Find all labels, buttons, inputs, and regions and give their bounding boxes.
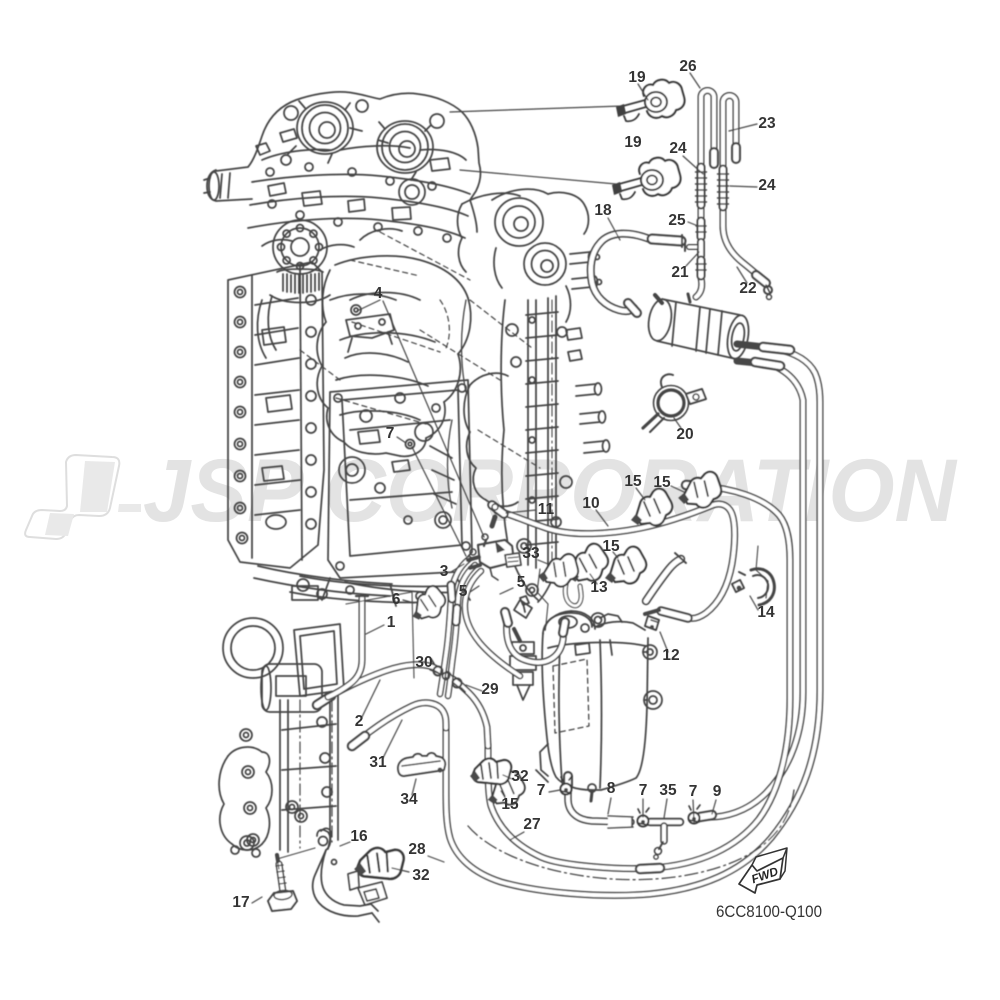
svg-text:7: 7 [537, 782, 546, 799]
svg-text:13: 13 [590, 579, 608, 596]
svg-text:JSP CORPORATION: JSP CORPORATION [143, 440, 958, 540]
svg-text:11: 11 [538, 501, 555, 518]
svg-text:15: 15 [653, 474, 671, 491]
svg-text:14: 14 [757, 604, 775, 621]
svg-text:27: 27 [523, 816, 540, 833]
svg-text:25: 25 [668, 212, 686, 229]
svg-text:19: 19 [624, 134, 642, 151]
svg-text:32: 32 [511, 768, 528, 785]
svg-text:19: 19 [628, 69, 646, 86]
svg-text:7: 7 [386, 425, 395, 442]
svg-text:34: 34 [400, 791, 418, 808]
svg-text:5: 5 [459, 583, 468, 600]
svg-text:22: 22 [739, 280, 756, 297]
svg-text:26: 26 [679, 58, 697, 75]
svg-text:20: 20 [676, 426, 693, 443]
svg-text:7: 7 [639, 782, 648, 799]
svg-text:29: 29 [481, 681, 499, 698]
svg-text:2: 2 [355, 713, 364, 730]
svg-text:15: 15 [501, 796, 519, 813]
svg-text:3: 3 [440, 563, 449, 580]
svg-text:23: 23 [758, 115, 776, 132]
svg-text:32: 32 [412, 867, 429, 884]
svg-text:17: 17 [232, 894, 249, 911]
svg-text:6CC8100-Q100: 6CC8100-Q100 [716, 902, 822, 921]
svg-text:24: 24 [758, 177, 776, 194]
svg-text:28: 28 [408, 841, 426, 858]
svg-text:12: 12 [662, 647, 679, 664]
svg-text:7: 7 [689, 783, 698, 800]
svg-text:16: 16 [350, 828, 368, 845]
svg-text:9: 9 [713, 783, 722, 800]
svg-text:10: 10 [582, 495, 599, 512]
svg-text:30: 30 [415, 654, 432, 671]
svg-text:6: 6 [392, 591, 401, 608]
svg-text:24: 24 [669, 140, 687, 157]
svg-text:15: 15 [602, 538, 620, 555]
svg-text:15: 15 [624, 473, 642, 490]
svg-text:4: 4 [374, 285, 383, 302]
svg-text:8: 8 [607, 780, 616, 797]
svg-text:1: 1 [387, 614, 396, 631]
svg-text:33: 33 [522, 545, 540, 562]
svg-text:21: 21 [671, 264, 689, 281]
svg-text:35: 35 [659, 782, 677, 799]
svg-text:31: 31 [369, 754, 387, 771]
svg-text:18: 18 [594, 202, 612, 219]
svg-text:5: 5 [517, 574, 526, 591]
